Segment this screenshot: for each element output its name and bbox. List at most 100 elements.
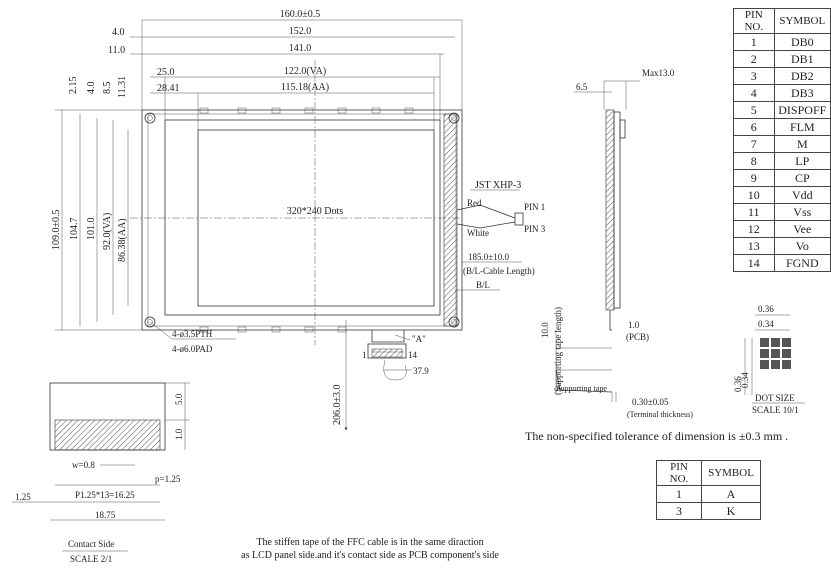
- bl-label: B/L: [476, 280, 490, 290]
- module-outline: [141, 109, 463, 331]
- hole-pth-label: 4-ø3.5PTH: [172, 329, 213, 339]
- contact-title: Contact Side: [68, 539, 114, 549]
- front-view: 320*240 Dots 1 14 "A" 37.9 4-ø3.5PTH 4-ø…: [130, 60, 463, 431]
- fpc-cable: 1 14 "A" 37.9: [362, 330, 429, 381]
- supporting-tape-label: Supporting tape: [556, 384, 607, 393]
- viewing-area: [164, 119, 441, 316]
- dot-h1: 0.36: [733, 376, 743, 392]
- bl-pin-no-header: PIN NO.: [656, 460, 702, 486]
- pin-symbol: FLM: [773, 118, 831, 136]
- pin-pin-no: 9: [733, 169, 775, 187]
- dim-5: 5.0: [174, 393, 184, 405]
- bottom-note-2: as LCD panel side.and it's contact side …: [241, 550, 499, 561]
- white-wire: White: [467, 228, 489, 238]
- pin-pin-no: 12: [733, 220, 775, 238]
- dim-10: 10.0: [540, 322, 550, 338]
- pin-pin-no: 5: [733, 101, 775, 119]
- pin-symbol: DB0: [773, 33, 831, 51]
- dot-w2: 0.34: [758, 319, 774, 329]
- pin-symbol: Vo: [773, 237, 831, 255]
- pin-pin-no: 4: [733, 84, 775, 102]
- bl-symbol: A: [701, 485, 761, 503]
- dim-37-9: 37.9: [413, 366, 429, 376]
- dim-11-31: 11.31: [117, 76, 128, 98]
- terminal-label: (Terminal thickness): [627, 410, 693, 419]
- max13-label: Max13.0: [642, 68, 675, 78]
- red-wire: Red: [467, 198, 482, 208]
- cable-pin1: PIN 1: [524, 202, 545, 212]
- dim-101: 101.0: [86, 218, 97, 241]
- backlight-strip: [443, 113, 458, 327]
- dim-6-5: 6.5: [576, 82, 588, 92]
- pin-symbol: DB2: [773, 67, 831, 85]
- bezel-outline: [147, 113, 457, 327]
- contact-p: p=1.25: [155, 474, 181, 484]
- pin-symbol: DB1: [773, 50, 831, 68]
- contact-pitch: P1.25*13=16.25: [75, 490, 135, 500]
- bl-symbol: K: [701, 502, 761, 520]
- terminal-thickness: 0.30±0.05: [632, 397, 669, 407]
- dim-160: 160.0±0.5: [280, 9, 321, 20]
- pin-pin-no: 2: [733, 50, 775, 68]
- pin-symbol: DISPOFF: [773, 101, 831, 119]
- dim-109: 109.0±0.5: [51, 210, 62, 251]
- bl-symbol-header: SYMBOL: [701, 460, 761, 486]
- dim-8-5: 8.5: [102, 82, 113, 95]
- dim-18-75: 18.75: [95, 510, 116, 520]
- tolerance-note: The non-specified tolerance of dimension…: [525, 429, 788, 443]
- pin-symbol: CP: [773, 169, 831, 187]
- dim-86-38: 86.38(AA): [117, 218, 128, 262]
- bl-pin-no: 3: [656, 502, 702, 520]
- contact-w: w=0.8: [72, 460, 95, 470]
- contact-scale: SCALE 2/1: [70, 554, 112, 564]
- dim-206: 206.0±3.0: [332, 385, 343, 426]
- fpc-pin1: 1: [362, 350, 367, 360]
- backlight-cable: JST XHP-3 Red White PIN 1 PIN 3 185.0±10…: [455, 180, 546, 291]
- bottom-note-1: The stiffen tape of the FFC cable is in …: [256, 537, 483, 548]
- mounting-holes: [144, 112, 460, 328]
- hole-pad-label: 4-ø6.0PAD: [172, 344, 213, 354]
- pin-symbol: M: [773, 135, 831, 153]
- cable-pin3: PIN 3: [524, 224, 546, 234]
- pin-no-header: PIN NO.: [733, 8, 775, 34]
- dim-92: 92.0(VA): [102, 213, 113, 250]
- dot-scale: SCALE 10/1: [752, 405, 799, 415]
- symbol-header: SYMBOL: [773, 8, 831, 34]
- pin-pin-no: 8: [733, 152, 775, 170]
- cable-length: 185.0±10.0: [468, 252, 509, 262]
- dot-size-detail: 0.36 0.34 0.36 0.34 DOT SIZE SCALE 10/1: [733, 304, 805, 415]
- dot-title: DOT SIZE: [755, 393, 795, 403]
- connector-label: JST XHP-3: [475, 180, 521, 191]
- dim-4: 4.0: [112, 27, 125, 38]
- pin-symbol: Vee: [773, 220, 831, 238]
- pin-symbol: FGND: [773, 254, 831, 272]
- top-dimensions: 160.0±0.5 152.0 4.0 141.0 11.0 122.0(VA)…: [108, 9, 463, 130]
- pcb-thickness: 1.0: [628, 320, 640, 330]
- pin-pin-no: 3: [733, 67, 775, 85]
- dim-2-15: 2.15: [68, 77, 79, 95]
- side-view: Max13.0 6.5 10.0 (Supporting tape length…: [540, 68, 693, 419]
- dim-4-0: 4.0: [86, 82, 97, 95]
- pin-pin-no: 10: [733, 186, 775, 204]
- pin-symbol: Vdd: [773, 186, 831, 204]
- pin-pin-no: 11: [733, 203, 775, 221]
- tape-length-label: (Supporting tape length): [553, 307, 563, 395]
